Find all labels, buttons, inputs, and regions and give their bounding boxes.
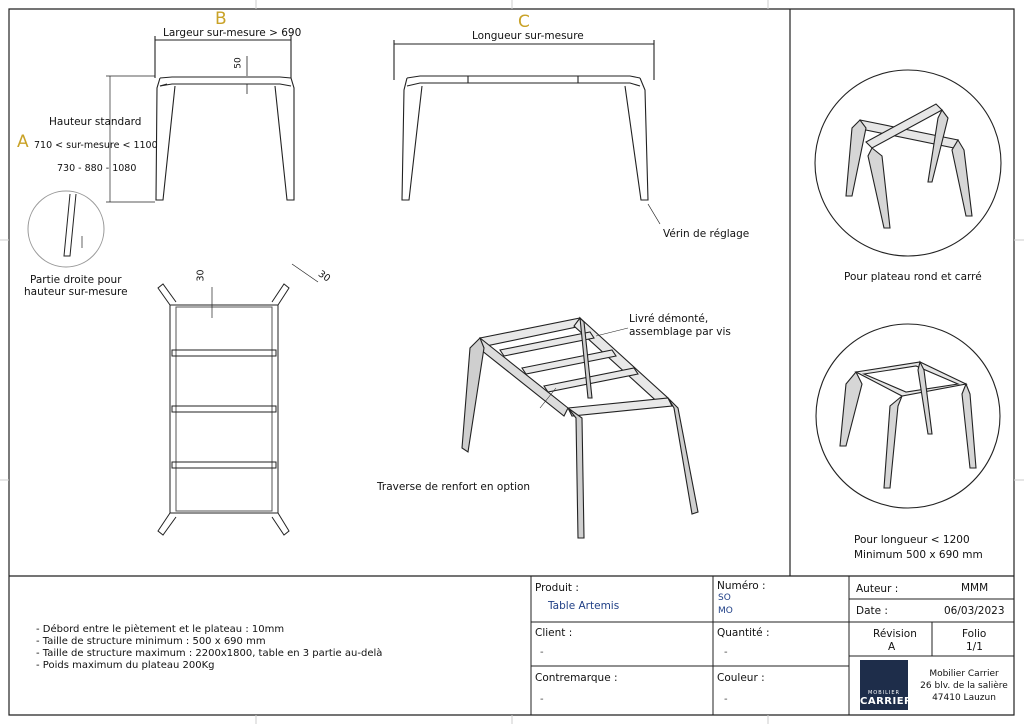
- round-caption: Pour plateau rond et carré: [844, 271, 982, 283]
- view-a-line1: Hauteur standard: [49, 116, 142, 128]
- quantite-value: -: [724, 647, 728, 658]
- small-caption-line2: Minimum 500 x 690 mm: [854, 549, 983, 561]
- couleur-value: -: [724, 694, 728, 705]
- client-label: Client :: [535, 627, 573, 639]
- date-label: Date :: [856, 605, 888, 617]
- auteur-value: MMM: [961, 582, 989, 594]
- auteur-label: Auteur :: [856, 583, 899, 595]
- quantite-label: Quantité :: [717, 627, 770, 639]
- client-value: -: [540, 647, 544, 658]
- company-street: 26 blv. de la salière: [920, 681, 1008, 691]
- company-logo: MOBILIER CARRIER: [860, 660, 913, 710]
- top-view-drawing: [158, 264, 318, 535]
- folio-label: Folio: [962, 628, 987, 640]
- view-c-drawing: [394, 40, 660, 224]
- couleur-label: Couleur :: [717, 672, 765, 684]
- top-view-dim1: 30: [195, 269, 207, 282]
- revision-label: Révision: [873, 628, 917, 640]
- note-item: - Poids maximum du plateau 200Kg: [36, 660, 215, 671]
- produit-label: Produit :: [535, 582, 579, 594]
- round-view-drawing: [815, 70, 1001, 256]
- view-c-letter: C: [518, 12, 530, 32]
- view-a-letter: A: [17, 132, 29, 152]
- title-block-grid: [531, 576, 1014, 715]
- numero-mo: MO: [718, 606, 733, 616]
- detail-circle-drawing: [28, 191, 104, 267]
- view-c-note: Vérin de réglage: [663, 228, 750, 240]
- date-value: 06/03/2023: [944, 605, 1005, 617]
- view-b-title: Largeur sur-mesure > 690: [163, 27, 302, 39]
- numero-so: SO: [718, 593, 731, 603]
- iso-view-drawing: [462, 318, 698, 538]
- produit-value: Table Artemis: [548, 600, 620, 612]
- note-item: - Taille de structure maximum : 2200x180…: [36, 648, 383, 659]
- view-a-line2: 710 < sur-mesure < 1100: [34, 140, 158, 151]
- contremarque-label: Contremarque :: [535, 672, 618, 684]
- view-b-letter: B: [215, 9, 227, 29]
- company-city: 47410 Lauzun: [932, 693, 996, 703]
- numero-label: Numéro :: [717, 580, 766, 592]
- view-c-title: Longueur sur-mesure: [472, 30, 584, 42]
- view-a-line3: 730 - 880 - 1080: [57, 163, 137, 174]
- iso-note1-line1: Livré démonté,: [629, 313, 709, 325]
- company-address: Mobilier Carrier 26 blv. de la salière 4…: [918, 668, 1010, 704]
- note-item: - Taille de structure minimum : 500 x 69…: [36, 636, 266, 647]
- detail-line2: hauteur sur-mesure: [24, 286, 128, 298]
- company-name: Mobilier Carrier: [929, 669, 999, 679]
- detail-line1: Partie droite pour: [30, 274, 122, 286]
- logo-big-text: CARRIER: [860, 696, 913, 707]
- view-b-drawing: [106, 36, 294, 202]
- small-caption-line1: Pour longueur < 1200: [854, 534, 970, 546]
- revision-value: A: [888, 641, 896, 653]
- notes-list: - Débord entre le piètement et le platea…: [36, 624, 382, 672]
- small-view-drawing: [816, 324, 1000, 508]
- note-item: - Débord entre le piètement et le platea…: [36, 624, 285, 635]
- iso-note1-line2: assemblage par vis: [629, 326, 731, 338]
- view-b-dim: 50: [233, 57, 244, 69]
- contremarque-value: -: [540, 694, 544, 705]
- logo-small-text: MOBILIER: [867, 690, 901, 696]
- folio-value: 1/1: [966, 641, 983, 653]
- iso-note2: Traverse de renfort en option: [377, 481, 531, 493]
